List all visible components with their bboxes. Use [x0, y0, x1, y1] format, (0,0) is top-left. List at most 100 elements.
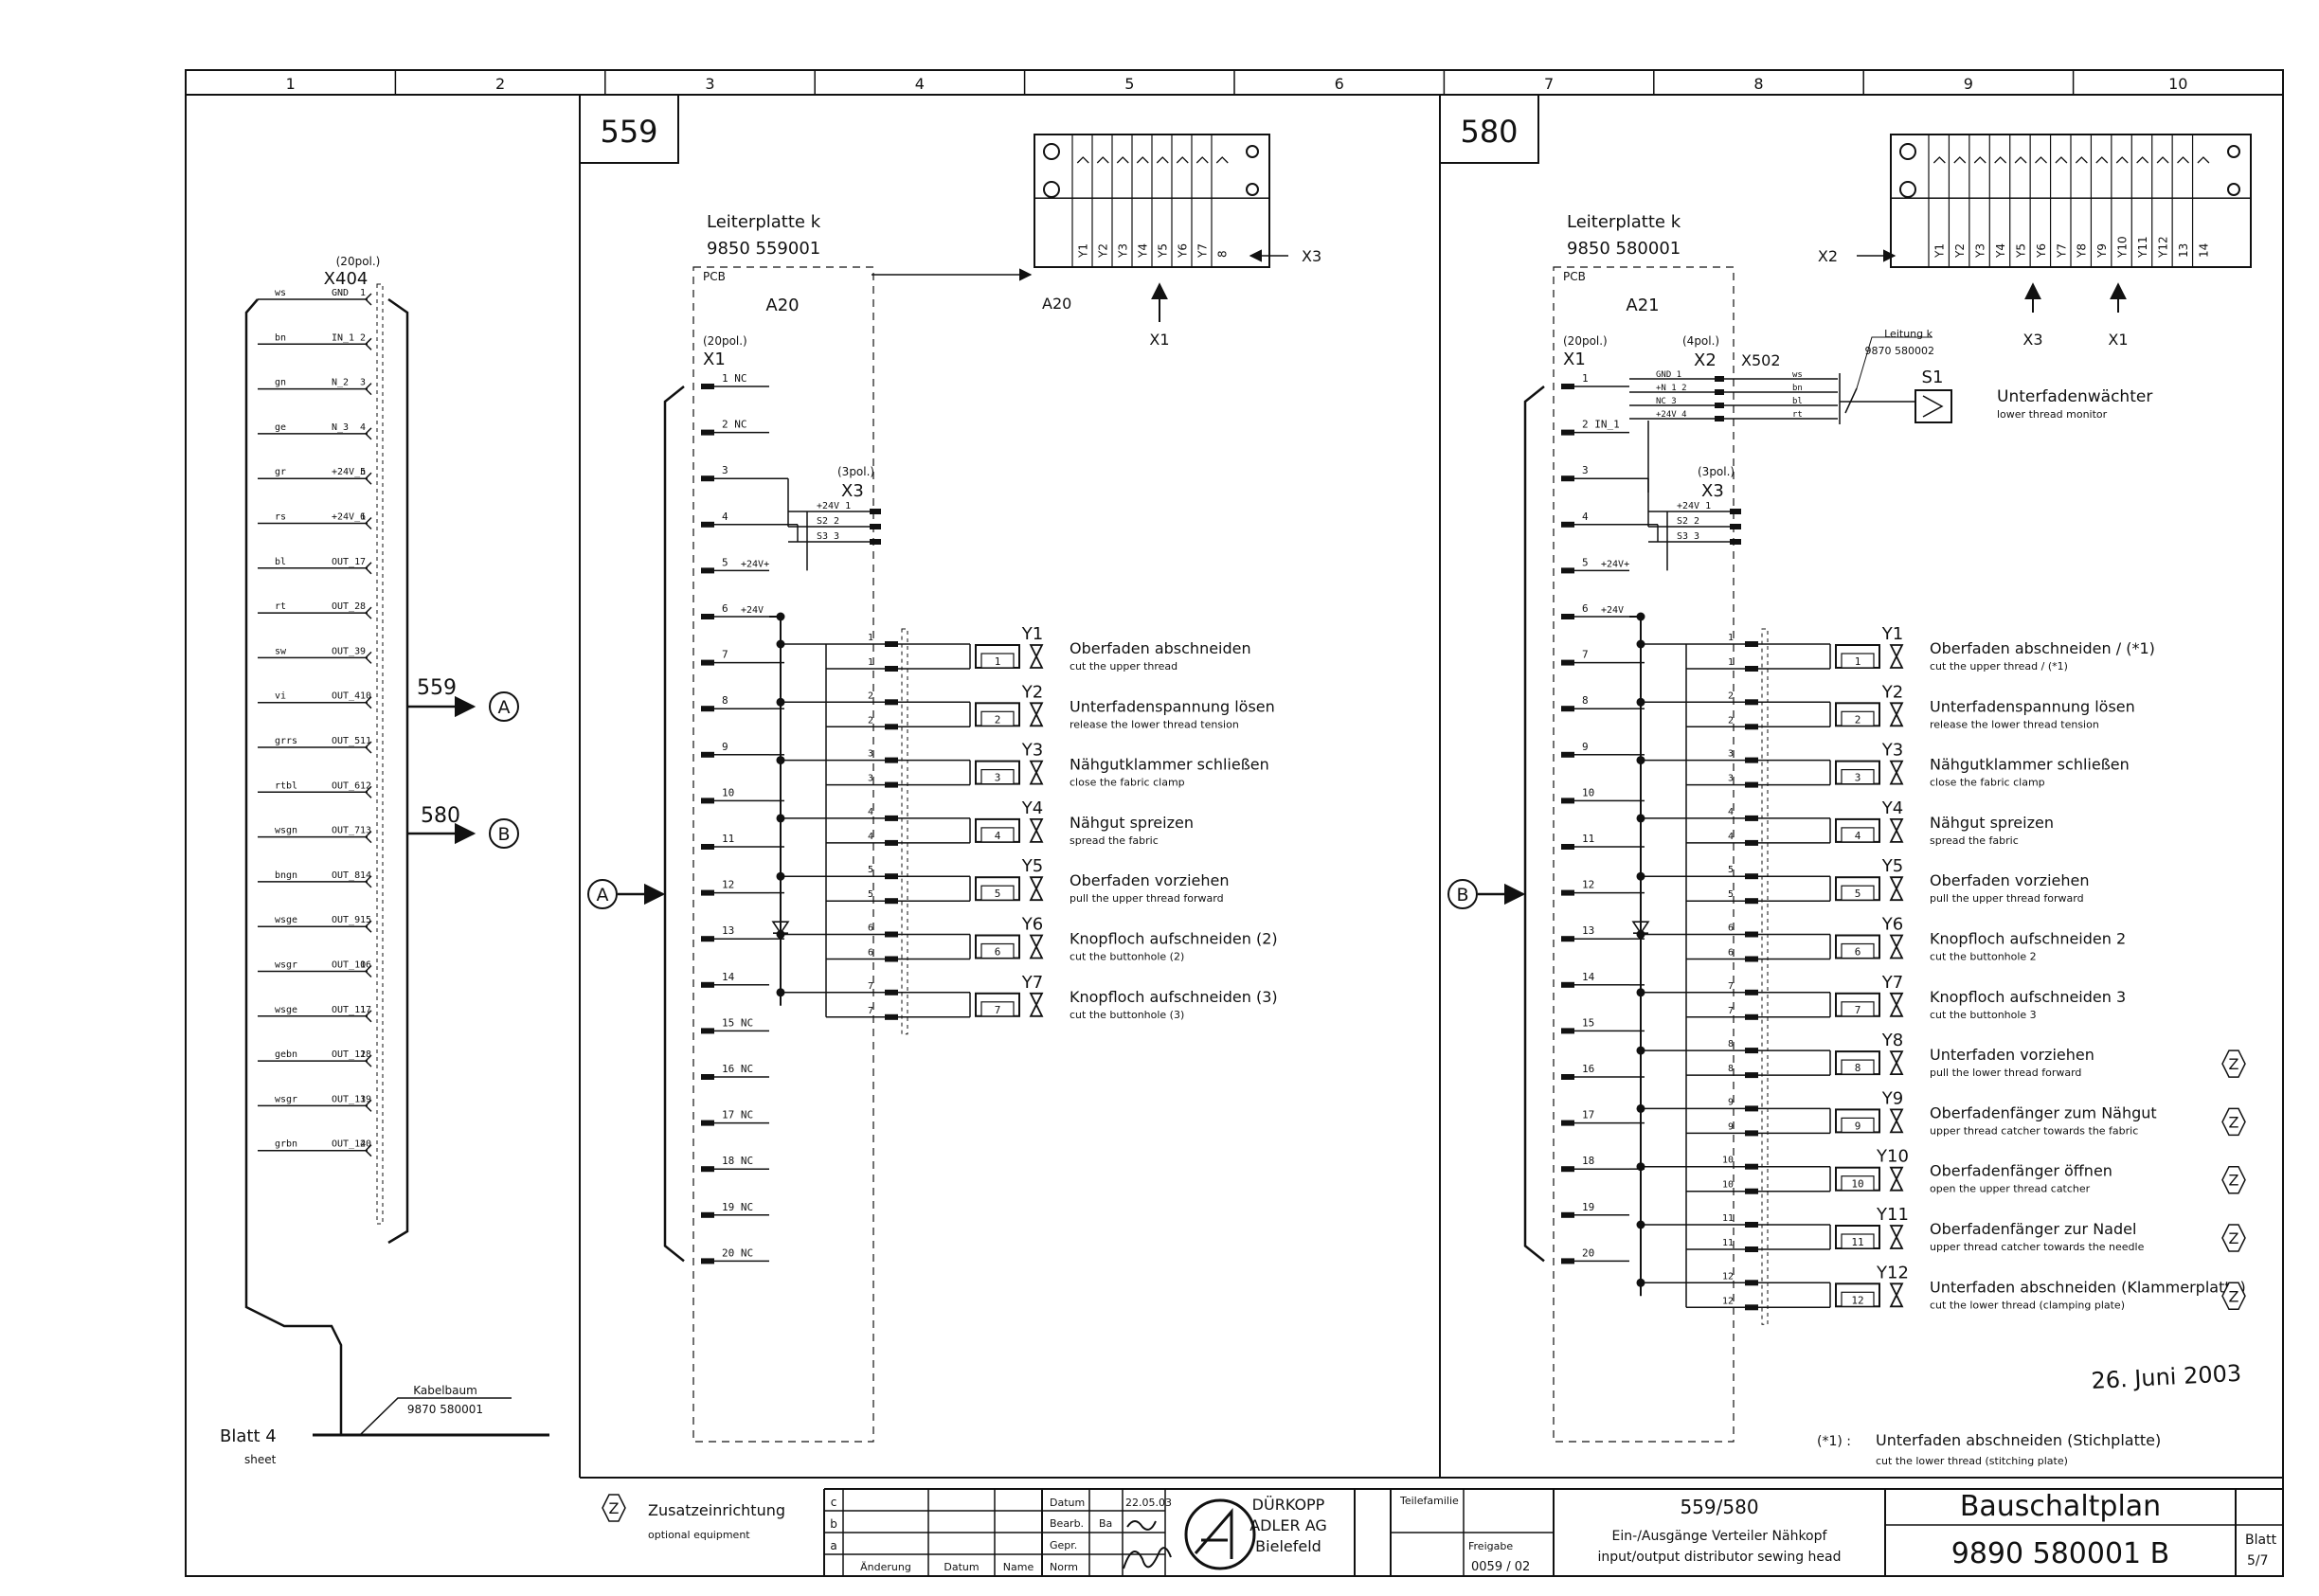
x404-signal-name: IN_1 — [332, 332, 354, 343]
valve-y6-coil-number: 6 — [1855, 946, 1861, 959]
valve-y3-coil-number: 3 — [995, 772, 1001, 784]
x404-signal-name: OUT_8 — [332, 870, 360, 881]
valve-terminal-strip-580-mount-hole — [1899, 181, 1916, 198]
valve-terminal-strip-580-slot-label: Y7 — [2055, 243, 2068, 259]
valve-description-de: Knopfloch aufschneiden 2 — [1930, 930, 2126, 948]
valve-y5-id: Y5 — [1881, 856, 1903, 876]
x1-pin-terminal — [701, 1120, 714, 1126]
out-pin-number: 1 — [1728, 657, 1734, 668]
x1-pin-terminal — [1561, 1258, 1574, 1264]
pcb-label: PCB — [703, 270, 726, 283]
valve-terminal-strip-559-slot-label: Y7 — [1196, 243, 1210, 259]
x1-pin-label: 1 NC — [722, 372, 747, 385]
valve-terminal-strip-580-slot-label: Y10 — [2116, 236, 2130, 259]
valve-description-en: pull the upper thread forward — [1930, 892, 2084, 905]
out-pin-terminal — [1745, 898, 1758, 905]
valve-terminal-strip-580-slot-clip — [1973, 156, 1986, 164]
valve-terminal-strip-580-slot-label: Y5 — [2014, 243, 2027, 259]
x3-name: X3 — [841, 481, 864, 501]
valve-terminal-strip-559-slot-label: Y2 — [1097, 243, 1110, 259]
x404-pin-number: 11 — [360, 736, 371, 746]
supply-label: +24V — [1601, 605, 1624, 616]
x1-pin-terminal — [701, 706, 714, 712]
x1-pin-label: 14 — [1582, 971, 1595, 983]
valve-terminal-strip-580-slot-label: 14 — [2197, 243, 2210, 258]
out-pin-terminal — [1745, 1222, 1758, 1228]
valve-description-en: open the upper thread catcher — [1930, 1183, 2091, 1195]
x1-pin-terminal — [701, 614, 714, 619]
marker-b-circle — [489, 818, 519, 849]
legend-optional-tag-letter: Z — [609, 1499, 620, 1517]
out-pin-number: 11 — [1722, 1213, 1734, 1224]
valve-y5-valve-icon — [1029, 876, 1044, 902]
valve-terminal-strip-559-slot-label: Y3 — [1117, 243, 1130, 259]
valve-description-en: upper thread catcher towards the needle — [1930, 1241, 2145, 1253]
x1-pin-terminal — [701, 889, 714, 896]
valve-y10-coil-number: 10 — [1851, 1178, 1863, 1191]
out-pin-terminal — [885, 898, 898, 905]
x3-pin-label: S3 3 — [817, 531, 839, 542]
branch-label-580: 580 — [421, 804, 460, 828]
valve-terminal-strip-580-mount-hole — [2227, 183, 2240, 196]
cable-label: Leitung k — [1884, 328, 1932, 340]
out-pin-terminal — [1745, 1105, 1758, 1112]
valve-terminal-strip-580-slot-clip — [2014, 156, 2027, 164]
valve-terminal-strip-559-slot-label: Y6 — [1177, 243, 1190, 259]
x404-wire-color: wsge — [275, 915, 297, 925]
valve-y9-id: Y9 — [1881, 1088, 1903, 1108]
valve-feed-junction — [776, 639, 785, 649]
valve-y6-id: Y6 — [1881, 915, 1903, 935]
out-pin-terminal — [885, 757, 898, 763]
out-pin-number: 9 — [1728, 1121, 1734, 1132]
x1-name: X1 — [703, 350, 726, 369]
x404-wire-color: gr — [275, 467, 286, 477]
out-pin-number: 5 — [1728, 889, 1734, 900]
column-number: 7 — [1544, 75, 1554, 93]
valve-y4-coil-number: 4 — [1855, 830, 1861, 842]
x3-pin-label: S2 2 — [817, 516, 839, 527]
out-pin-number: 4 — [868, 807, 873, 817]
valve-feed-junction — [776, 930, 785, 939]
x1-pin-label: 11 — [722, 833, 734, 845]
out-pin-terminal — [1745, 956, 1758, 962]
assembly-name: A20 — [765, 296, 799, 315]
x404-pin-number: 1 — [360, 288, 366, 298]
x404-wire-color: ws — [275, 288, 286, 298]
x404-bundle-bracket — [387, 297, 409, 1245]
x1-pin-terminal — [1561, 429, 1574, 436]
x1-pin-label: 18 NC — [722, 1155, 753, 1167]
x1-pin-terminal — [701, 567, 714, 574]
x502-wire-color: rt — [1792, 410, 1803, 420]
x2-pin-terminal — [1715, 403, 1724, 408]
valve-description-de: Knopfloch aufschneiden (3) — [1070, 988, 1278, 1006]
out-pin-terminal — [1745, 666, 1758, 672]
out-pin-number: 10 — [1722, 1156, 1734, 1166]
valve-y11-valve-icon — [1889, 1225, 1904, 1249]
x404-signal-name: OUT_14 — [332, 1139, 366, 1150]
board-label: Leiterplatte k — [1567, 212, 1681, 232]
x2-pin-label: +N 1 2 — [1656, 384, 1687, 393]
x1-pin-terminal — [1561, 798, 1574, 804]
x1-pin-label: 11 — [1582, 833, 1594, 845]
s1-sensor-body — [1915, 389, 1952, 423]
valve-terminal-strip-559-slot-clip — [1176, 156, 1189, 164]
x404-wire-color: rt — [275, 601, 286, 612]
x404-signal-name: OUT_7 — [332, 826, 360, 836]
valve-y12-valve-icon — [1889, 1282, 1904, 1308]
x1-pin-label: 5 — [1582, 556, 1589, 568]
x2-name: X2 — [1694, 350, 1717, 370]
x404-socket-contact — [364, 964, 372, 978]
legend-description-en: optional equipment — [648, 1529, 750, 1541]
optional-tag-letter: Z — [2229, 1229, 2239, 1247]
x1-pin-label: 2 NC — [722, 419, 747, 431]
x2-arrow-label: X2 — [1818, 247, 1838, 265]
valve-terminal-strip-580-slot-clip — [2197, 156, 2210, 164]
out-pin-terminal — [1745, 781, 1758, 788]
x404-pin-number: 2 — [360, 332, 366, 343]
valve-y6-valve-icon — [1029, 934, 1044, 959]
valve-feed-junction — [1636, 639, 1645, 649]
out-pin-number: 3 — [868, 774, 873, 784]
x404-socket-contact — [364, 1144, 372, 1157]
